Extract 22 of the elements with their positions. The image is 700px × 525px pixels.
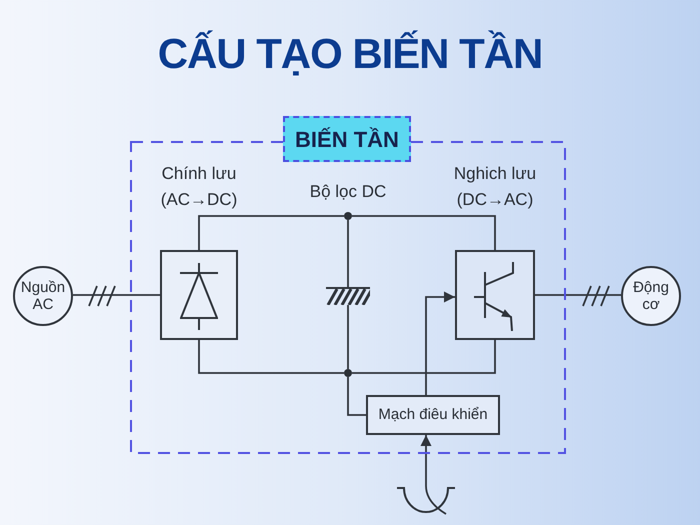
arrow	[425, 292, 455, 395]
component-label: Bộ lọc DC	[308, 181, 388, 203]
process-box	[366, 395, 500, 435]
connector-line	[352, 215, 496, 250]
circle-label: Động cơ	[632, 278, 670, 314]
connector-line	[198, 215, 344, 250]
connector-line	[347, 220, 349, 287]
arc-symbol	[396, 486, 456, 514]
connector-line	[347, 305, 349, 369]
circle-label: Nguồn AC	[20, 278, 66, 314]
title: CẤU TẠO BIẾN TẦN	[158, 29, 542, 79]
connector-line	[198, 340, 344, 374]
connector-line	[347, 377, 366, 416]
block-label: Mạch điêu khiển	[378, 404, 488, 425]
arrow	[420, 435, 446, 515]
capacitor-symbol	[326, 287, 370, 305]
connector-line	[352, 340, 496, 374]
frame-title-tab: BIẾN TẦN	[283, 116, 411, 162]
block-heading: Chính lưu (AC→DC)	[160, 163, 238, 210]
connector-line	[535, 294, 621, 296]
connector-line	[73, 294, 160, 296]
block-heading: Nghich lưu (DC→AC)	[452, 163, 538, 210]
